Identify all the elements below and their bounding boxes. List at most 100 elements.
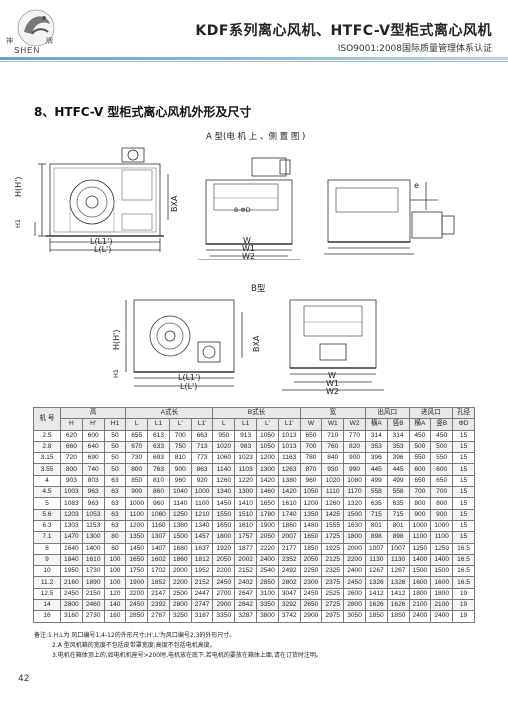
machine-number-cell: 5 xyxy=(33,497,61,510)
table-cell: 2200 xyxy=(212,565,236,578)
table-cell: 160 xyxy=(103,610,127,623)
table-cell: 810 xyxy=(147,474,170,488)
table-cell: 1740 xyxy=(277,508,301,521)
table-cell: 1007 xyxy=(364,542,388,555)
table-cell: 900 xyxy=(125,486,149,499)
table-cell: 1702 xyxy=(147,565,170,578)
table-cell: 3350 xyxy=(212,610,236,623)
table-cell: 1023 xyxy=(234,452,258,465)
machine-number-cell: 2.5 xyxy=(33,429,61,442)
table-cell: 1650 xyxy=(299,531,323,544)
table-cell: 15 xyxy=(452,531,475,544)
table-cell: 655 xyxy=(125,429,149,442)
table-cell: 780 xyxy=(299,452,323,465)
table-cell: 1130 xyxy=(386,553,410,567)
table-cell: 1307 xyxy=(147,531,170,544)
table-cell: 2900 xyxy=(212,599,236,612)
machine-number-cell: 3.15 xyxy=(33,452,61,465)
table-cell: 100 xyxy=(103,576,127,589)
table-cell: 2050 xyxy=(256,531,279,544)
table-cell: 920 xyxy=(190,474,214,488)
table-cell: 2152 xyxy=(234,565,258,578)
table-cell: 2325 xyxy=(321,565,345,578)
note-line-2: 2.A 型风机箱的宽度不包括皮带罩宽度;高度不包括电机高度。 xyxy=(52,642,216,649)
table-cell: 1757 xyxy=(234,531,258,544)
table-cell: 1555 xyxy=(321,519,345,533)
diagram-b-label-l: L(L') xyxy=(180,382,198,391)
table-cell: 1000 xyxy=(190,486,214,499)
table-cell: 1020 xyxy=(212,440,236,454)
table-cell: 760 xyxy=(321,440,345,454)
table-cell: 903 xyxy=(60,474,83,488)
table-cell: 750 xyxy=(168,440,192,454)
table-cell: 700 xyxy=(168,429,192,442)
table-cell: 640 xyxy=(81,440,105,454)
table-cell: 870 xyxy=(299,463,323,476)
table-cell: 1800 xyxy=(343,531,366,544)
table-cell: 550 xyxy=(430,452,454,465)
table-cell: 1610 xyxy=(277,497,301,510)
table-cell: 801 xyxy=(386,519,410,533)
header-divider-thin xyxy=(0,61,508,62)
table-cell: 1600 xyxy=(408,576,432,589)
table-cell: 600 xyxy=(408,463,432,476)
page-number: 42 xyxy=(18,674,30,684)
table-cell: 898 xyxy=(364,531,388,544)
table-cell: 2002 xyxy=(234,553,258,567)
logo-char-left: 神 xyxy=(6,37,13,45)
table-cell: 2000 xyxy=(168,565,192,578)
table-cell: 450 xyxy=(430,429,454,442)
machine-number-cell: 10 xyxy=(33,565,61,578)
table-cell: 700 xyxy=(299,440,323,454)
table-cell: 1203 xyxy=(60,508,83,521)
machine-number-cell: 14 xyxy=(33,599,61,612)
table-cell: 2160 xyxy=(60,576,83,589)
table-cell: 1200 xyxy=(299,497,323,510)
table-cell: 1812 xyxy=(190,553,214,567)
table-cell: 1510 xyxy=(234,508,258,521)
table-cell: 2375 xyxy=(321,576,345,589)
table-cell: 1083 xyxy=(60,497,83,510)
table-cell: 1060 xyxy=(212,452,236,465)
table-cell: 1500 xyxy=(408,565,432,578)
table-cell: 1110 xyxy=(321,486,345,499)
table-cell: 2450 xyxy=(60,587,83,601)
table-cell: 1725 xyxy=(321,531,345,544)
table-cell: 3350 xyxy=(256,599,279,612)
table-cell: 1500 xyxy=(430,565,454,578)
header-inlet: 进风口 xyxy=(408,406,454,420)
table-cell: 16.5 xyxy=(452,576,475,589)
table-cell: 650 xyxy=(299,429,323,442)
table-cell: 800 xyxy=(125,463,149,476)
table-cell: 1450 xyxy=(212,497,236,510)
table-cell: 2842 xyxy=(234,599,258,612)
document-title: KDF系列离心风机、HTFC-V型柜式离心风机 xyxy=(195,23,492,39)
table-cell: 2220 xyxy=(256,542,279,555)
note-line-3: 3.电机在箱体顶上的,如电机机座号>200时,电机放在底下,若电机的要放在箱体上… xyxy=(52,652,322,659)
table-cell: 1500 xyxy=(343,508,366,521)
diagram-b-front-view xyxy=(282,299,384,391)
table-cell: 3100 xyxy=(256,587,279,601)
diagram-a-label-w1: W1 xyxy=(242,244,255,253)
header-outlet: 出风口 xyxy=(364,406,410,420)
table-cell: 1050 xyxy=(256,440,279,454)
table-cell: 1470 xyxy=(60,531,83,544)
table-cell: 1860 xyxy=(277,519,301,533)
table-cell: 550 xyxy=(408,452,432,465)
table-cell: 930 xyxy=(321,463,345,476)
table-cell: 2150 xyxy=(81,587,105,601)
sub-header-cell: H' xyxy=(81,418,105,431)
table-cell: 2050 xyxy=(212,553,236,567)
table-cell: 1800 xyxy=(430,587,454,601)
table-cell: 1250 xyxy=(430,542,454,555)
table-cell: 19 xyxy=(452,599,475,612)
table-cell: 2400 xyxy=(408,610,432,623)
table-cell: 635 xyxy=(364,497,388,510)
table-cell: 2787 xyxy=(147,610,170,623)
table-cell: 1626 xyxy=(386,599,410,612)
table-cell: 2152 xyxy=(190,576,214,589)
table-cell: 19 xyxy=(452,610,475,623)
